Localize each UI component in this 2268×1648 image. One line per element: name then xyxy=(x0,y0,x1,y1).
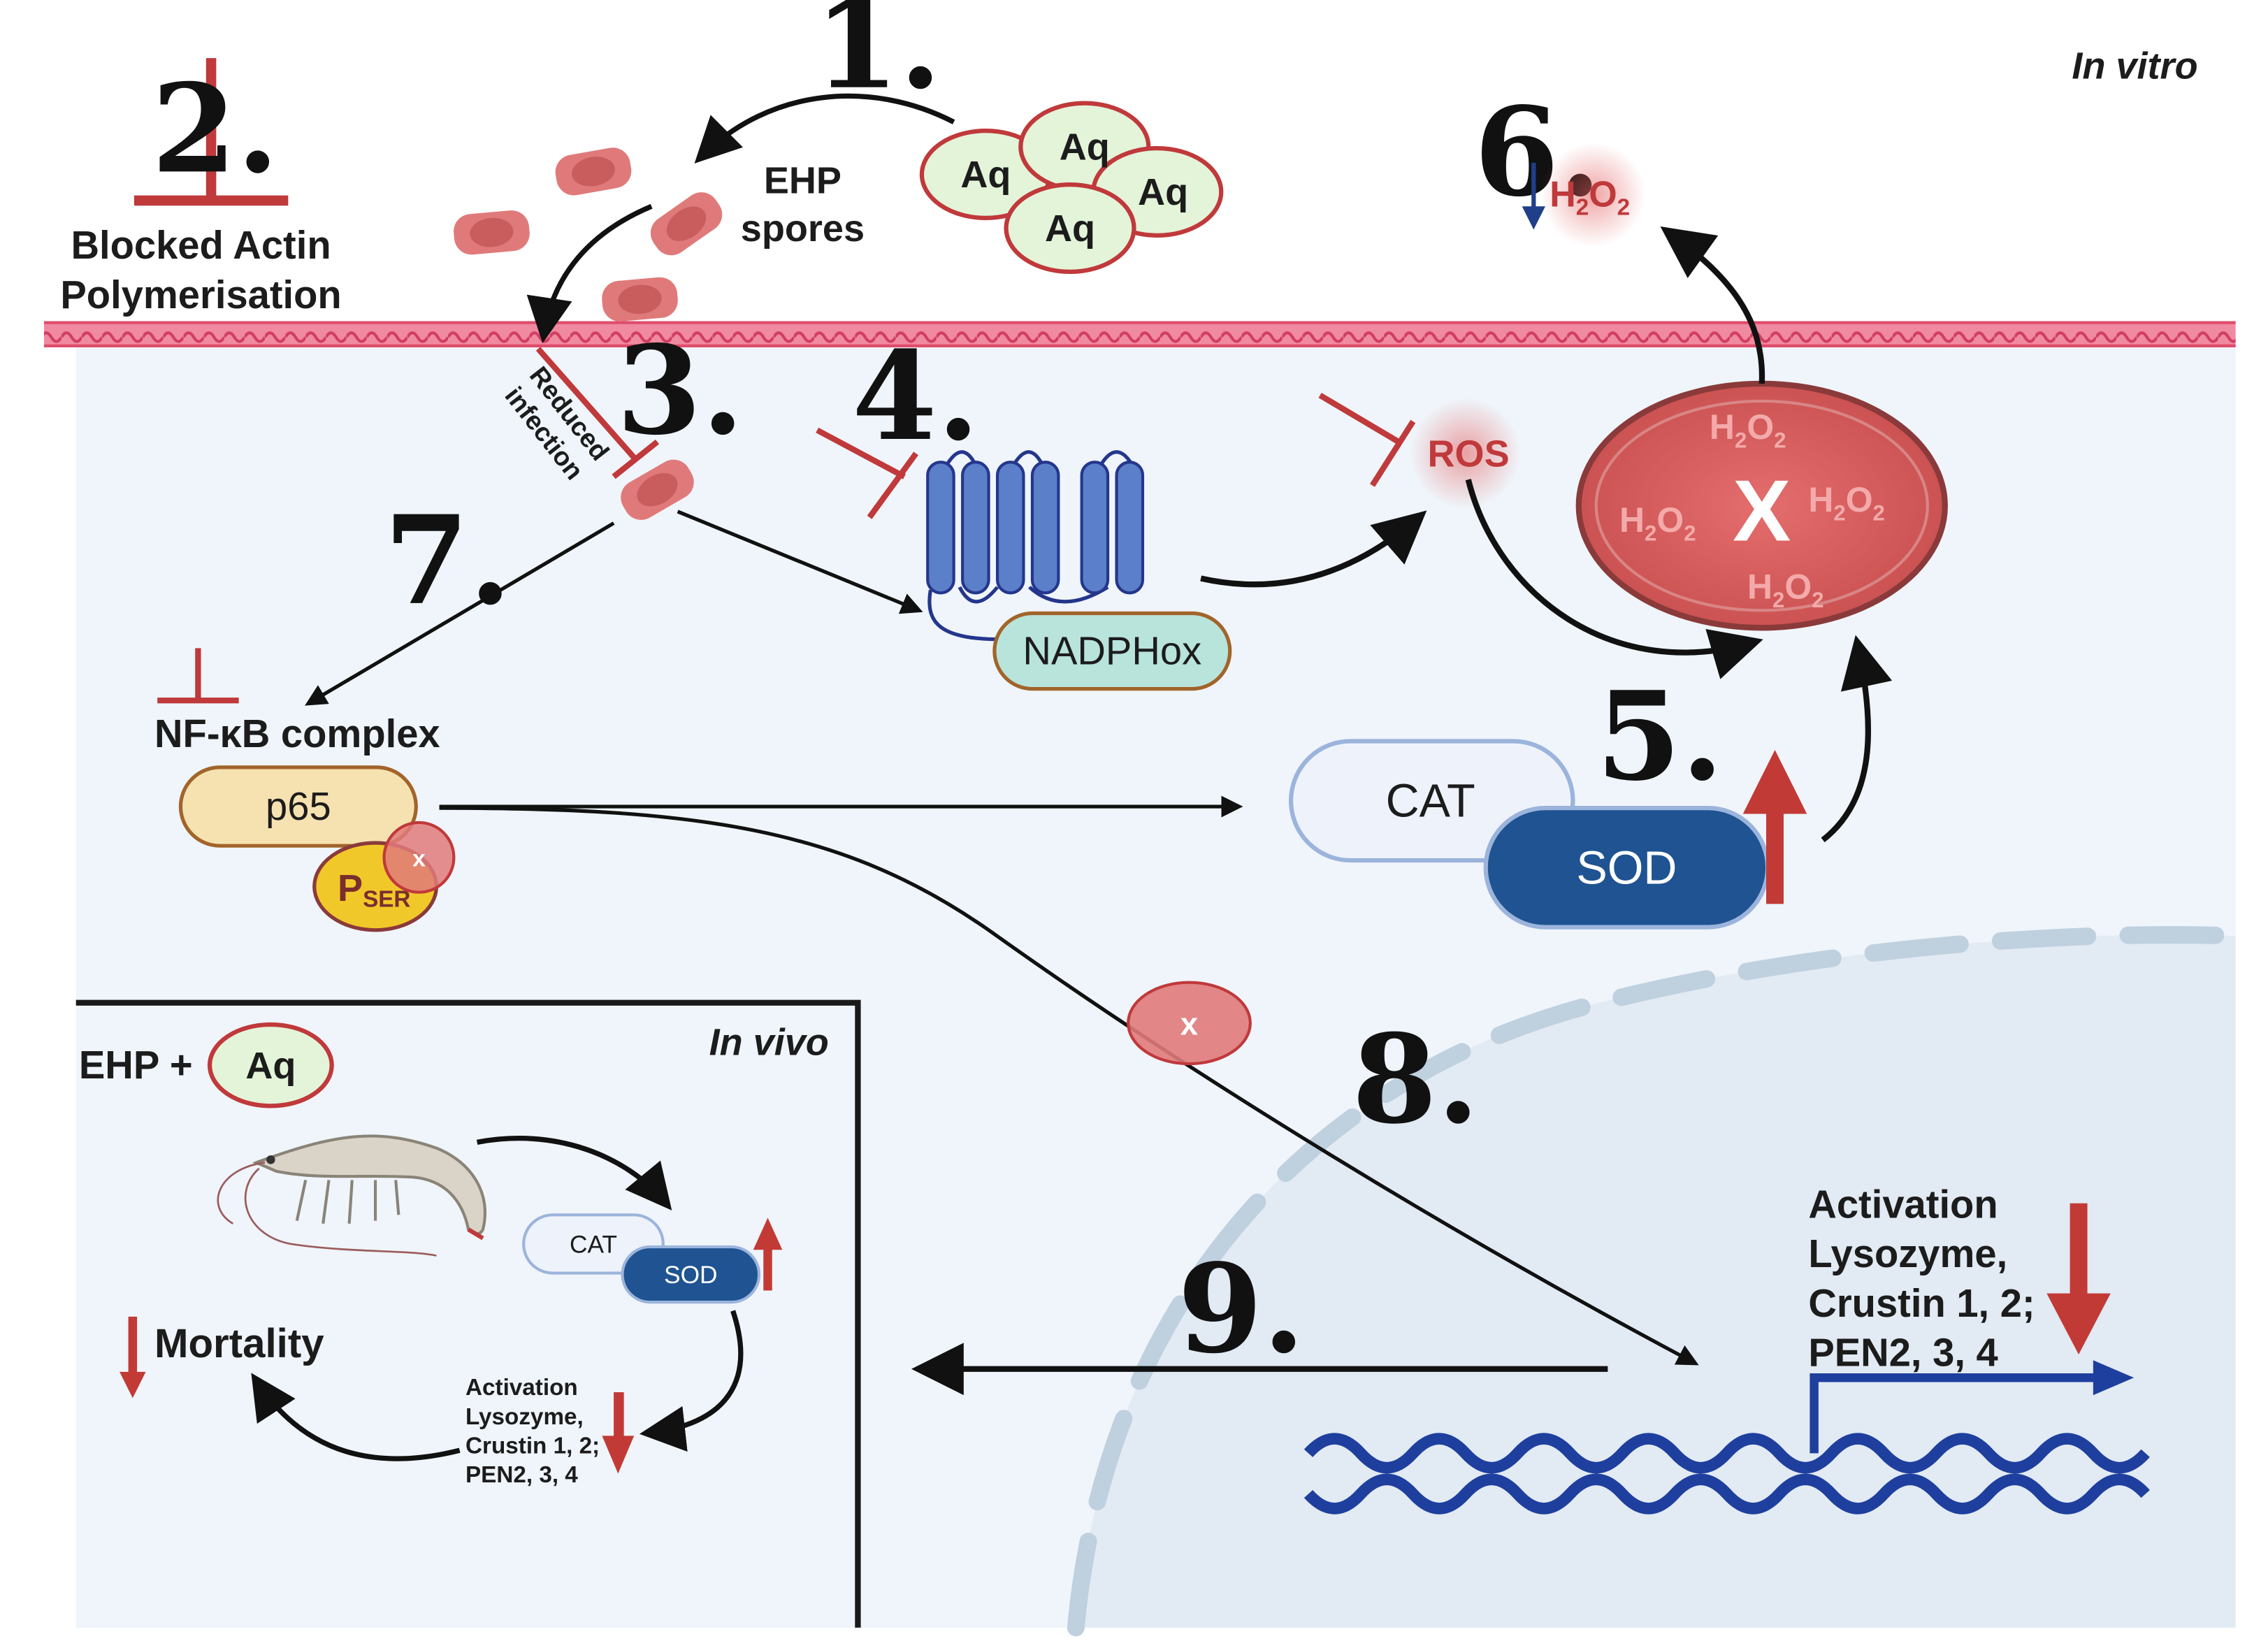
sod-box: SOD xyxy=(1483,806,1770,930)
svg-text:Crustin 1, 2;: Crustin 1, 2; xyxy=(1808,1281,2035,1325)
ehp-plus-label: EHP + xyxy=(79,1043,193,1087)
up-arrow-icon xyxy=(1742,749,1807,904)
svg-text:H2O2: H2O2 xyxy=(1710,407,1786,452)
ehp-label-line2: spores xyxy=(741,208,865,250)
step-1-label: 1. xyxy=(814,0,941,117)
h2o2-right: H2O2 xyxy=(1808,480,1885,525)
arrow-icon xyxy=(1465,479,1763,679)
step-9-label: 9. xyxy=(1178,1238,1305,1381)
in-vitro-label: In vitro xyxy=(2072,45,2197,87)
blocked-actin-line1: Blocked Actin xyxy=(71,223,331,267)
h2o2-left: H2O2 xyxy=(1619,500,1696,545)
arrow-icon xyxy=(1200,510,1427,588)
arrow-icon xyxy=(1660,226,1765,384)
step-7-label: 7. xyxy=(384,489,512,633)
svg-text:Aq: Aq xyxy=(245,1045,296,1087)
transcription-arrow-icon xyxy=(1810,1360,2135,1454)
h2o2-bottom: H2O2 xyxy=(1747,568,1824,612)
blocked-actin-line2: Polymerisation xyxy=(60,273,341,317)
ehp-label-line1: EHP xyxy=(764,160,842,202)
mortality-label: Mortality xyxy=(154,1321,324,1366)
aq-icon: Aq xyxy=(207,1022,334,1108)
svg-text:PEN2, 3, 4: PEN2, 3, 4 xyxy=(1808,1331,1998,1375)
svg-text:CAT: CAT xyxy=(1386,776,1475,827)
svg-text:PEN2, 3, 4: PEN2, 3, 4 xyxy=(465,1462,578,1488)
in-vivo-label: In vivo xyxy=(709,1022,829,1064)
h2o2-released: H2O2 xyxy=(1550,174,1630,220)
inhibition-icon xyxy=(133,58,289,206)
arrow-icon xyxy=(526,203,653,344)
arrow-icon xyxy=(305,521,615,706)
svg-text:NADPHox: NADPHox xyxy=(1023,628,1201,672)
inhibition-icon xyxy=(816,427,918,519)
svg-text:SOD: SOD xyxy=(664,1262,718,1289)
svg-text:Lysozyme,: Lysozyme, xyxy=(465,1404,584,1430)
activation-text: Activation Lysozyme, Crustin 1, 2; PEN2,… xyxy=(1808,1183,2035,1375)
svg-text:H2O2: H2O2 xyxy=(1808,480,1885,525)
svg-text:Activation: Activation xyxy=(465,1375,578,1401)
step-5-label: 5. xyxy=(1596,665,1724,809)
nfkb-label: NF-κB complex xyxy=(154,711,440,756)
aq-label-2: Aq xyxy=(1060,127,1110,168)
nadphox-box: NADPHox xyxy=(992,611,1232,691)
inv-sod-box: SOD xyxy=(621,1245,761,1304)
up-arrow-icon xyxy=(753,1217,783,1291)
step-3-label: 3. xyxy=(616,319,744,463)
down-arrow-icon xyxy=(602,1392,635,1474)
svg-text:PSER: PSER xyxy=(338,867,410,912)
ros-glow xyxy=(1410,398,1521,509)
h2o2-glow xyxy=(1540,142,1646,247)
inhibition-icon xyxy=(1318,393,1416,487)
aq-label-1: Aq xyxy=(960,154,1011,196)
cell-membrane xyxy=(43,321,2236,347)
aq-label-4: Aq xyxy=(1045,208,1095,250)
shrimp-icon xyxy=(217,1134,487,1257)
step-4-label: 4. xyxy=(852,325,979,468)
svg-text:Lysozyme,: Lysozyme, xyxy=(1808,1231,2007,1275)
svg-text:SOD: SOD xyxy=(1576,842,1677,894)
receptor-icon xyxy=(926,450,1145,642)
p65-box: p65 xyxy=(178,765,418,848)
svg-text:Crustin 1, 2;: Crustin 1, 2; xyxy=(465,1433,600,1459)
down-arrow-icon xyxy=(1522,162,1545,230)
aq-cluster: Aq Aq Aq Aq xyxy=(919,101,1224,274)
svg-text:x: x xyxy=(412,846,426,872)
dna-icon xyxy=(1303,1433,2150,1515)
arrow-icon xyxy=(476,1136,672,1210)
arrow-icon xyxy=(251,1373,461,1461)
arrow-icon xyxy=(694,93,955,164)
down-arrow-icon xyxy=(120,1316,146,1398)
svg-text:Activation: Activation xyxy=(1808,1183,1998,1227)
step-8-label: 8. xyxy=(1352,1008,1479,1151)
svg-text:CAT: CAT xyxy=(570,1231,617,1258)
inv-activation-text: Activation Lysozyme, Crustin 1, 2; PEN2,… xyxy=(465,1375,600,1488)
svg-text:H2O2: H2O2 xyxy=(1550,174,1630,220)
arrow-icon xyxy=(439,806,1699,1366)
svg-text:H2O2: H2O2 xyxy=(1747,568,1824,612)
blocked-x-icon: x xyxy=(1127,981,1252,1066)
inhibition-icon xyxy=(535,347,660,479)
step-2-label: 2. xyxy=(152,57,279,201)
svg-text:p65: p65 xyxy=(266,784,331,828)
in-vivo-panel xyxy=(75,999,861,1628)
aq-label-3: Aq xyxy=(1138,171,1188,213)
pser-icon: PSER x xyxy=(312,821,456,932)
h2o2-top: H2O2 xyxy=(1710,407,1786,452)
inhibition-icon xyxy=(157,648,239,704)
arrow-icon xyxy=(1821,635,1893,843)
spore-icon xyxy=(621,459,694,520)
svg-text:H2O2: H2O2 xyxy=(1619,500,1696,545)
arrow-icon xyxy=(677,509,923,614)
ros-label: ROS xyxy=(1428,433,1510,475)
x-mark-icon: X xyxy=(1733,463,1791,560)
arrow-icon xyxy=(639,1310,744,1452)
svg-text:x: x xyxy=(1180,1006,1199,1042)
down-arrow-icon xyxy=(2046,1203,2111,1354)
spore-icon xyxy=(454,147,723,321)
